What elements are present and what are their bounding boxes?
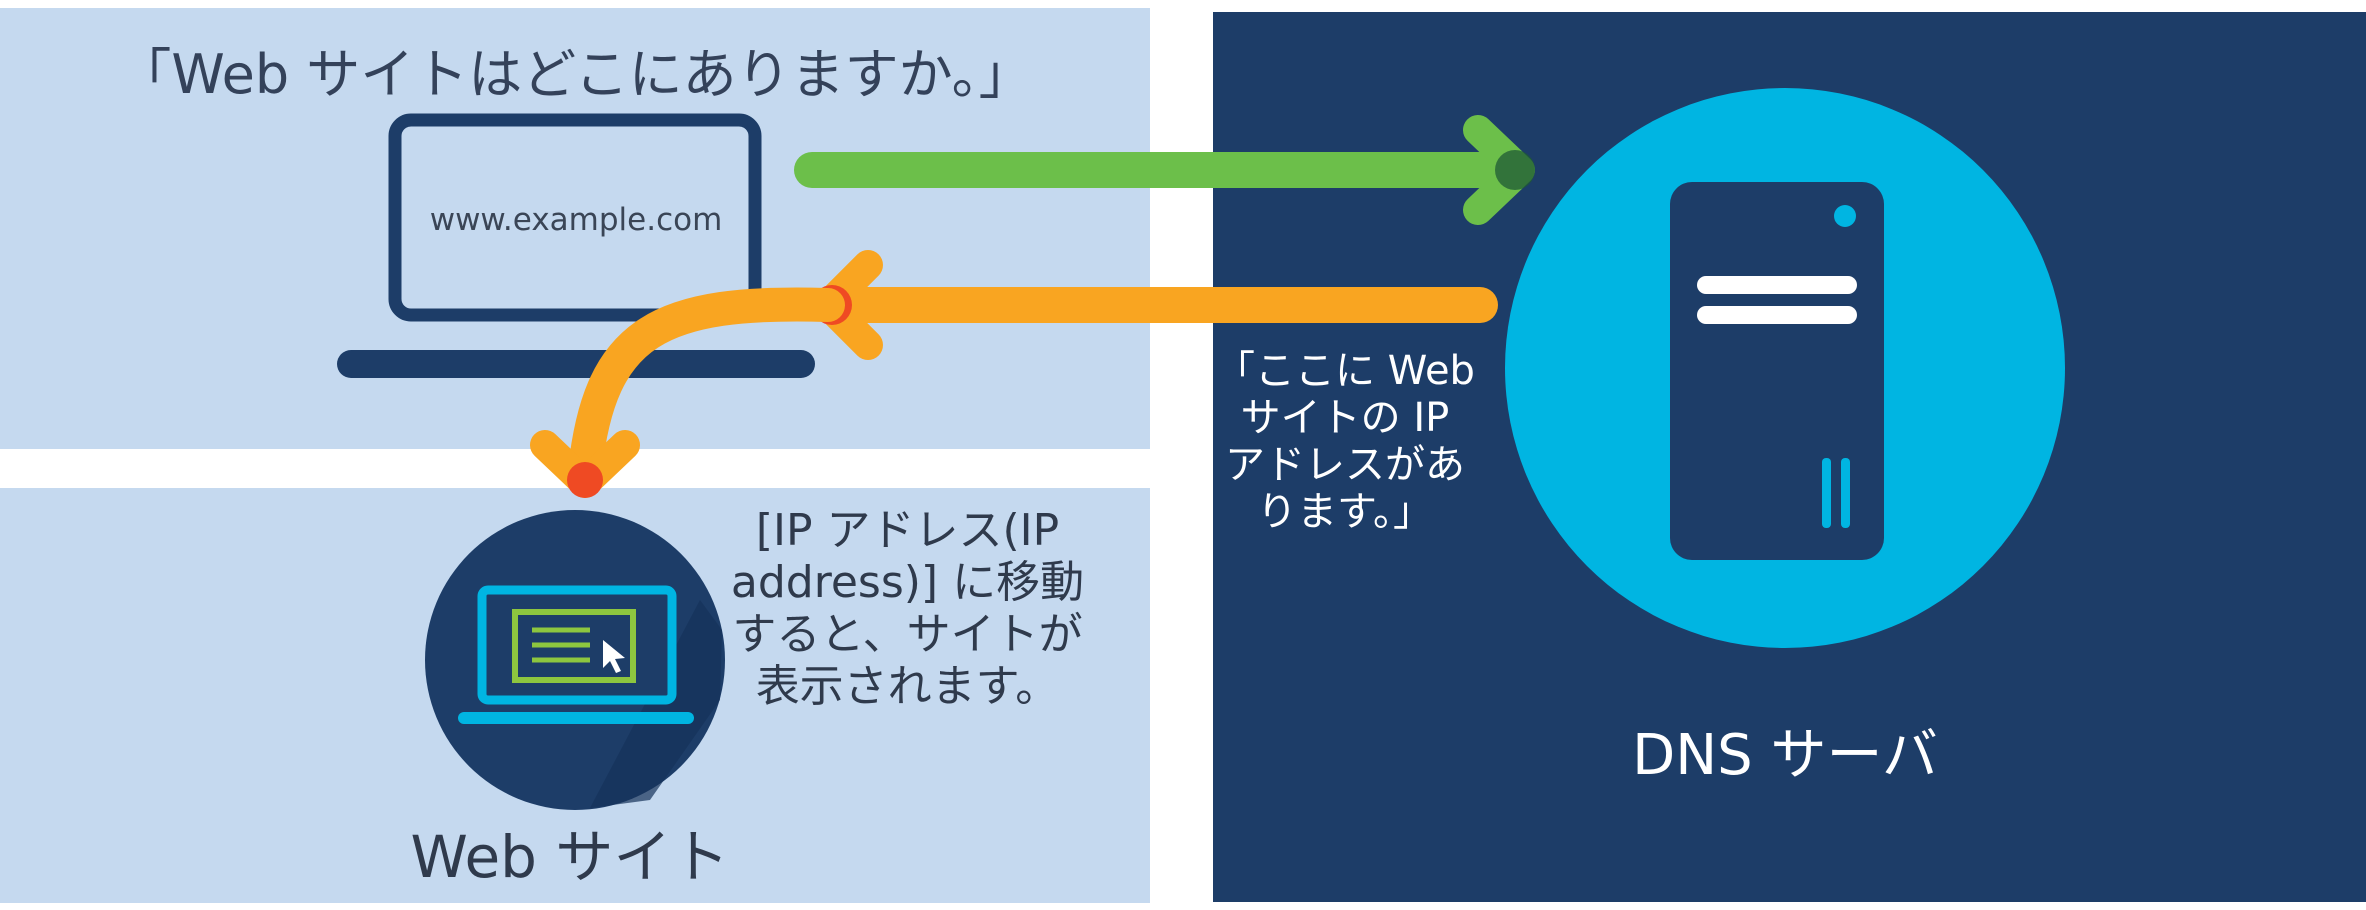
note-line: 表示されます。 [755,661,1060,712]
answer-line: ります。」 [1257,489,1433,535]
cursor-icon [603,640,625,673]
website-laptop-icon [425,510,725,810]
redirect-arrow [530,287,845,498]
website-label: Web サイト [410,823,730,891]
answer-bubble: 「ここに Web サイトの IP アドレスがあ ります。」 [1190,348,1500,536]
laptop-icon [337,113,815,378]
browser-url: www.example.com [430,202,723,238]
answer-line: アドレスがあ [1225,442,1465,488]
redirect-note: [IP アドレス(IP address)] に移動 すると、サイトが 表示されま… [715,505,1100,713]
answer-line: サイトの IP [1240,395,1450,441]
note-line: address)] に移動 [730,557,1085,608]
request-arrow [794,115,1535,225]
note-line: すると、サイトが [732,609,1083,660]
answer-line: 「ここに Web [1215,348,1475,394]
server-icon [1505,88,2065,648]
note-line: [IP アドレス(IP [755,505,1060,556]
response-arrow [812,250,1498,360]
dns-server-label: DNS サーバ [1632,723,1938,788]
query-bubble: 「Web サイトはどこにありますか。」 [117,43,1033,106]
